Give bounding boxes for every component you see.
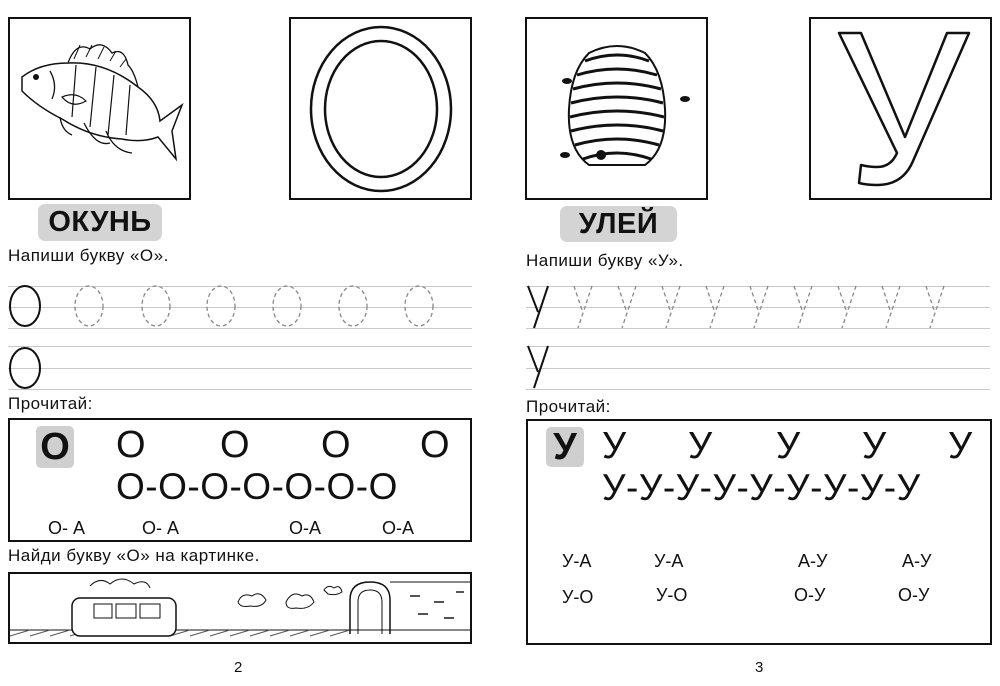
writing-line	[526, 328, 990, 329]
write-instruction-u: Напиши букву «У».	[526, 251, 684, 270]
u-tracing-row[interactable]	[526, 284, 990, 394]
o-tracing-row[interactable]	[8, 284, 472, 394]
syllable: А-У	[902, 551, 932, 571]
writing-line	[8, 368, 472, 369]
read-letter-u: У	[688, 425, 713, 467]
syllable: А-У	[798, 551, 828, 571]
syllable: О-У	[898, 585, 930, 605]
syllable: О-А	[289, 518, 322, 538]
letter-o-card	[289, 17, 472, 200]
read-label-right: Прочитай:	[526, 397, 611, 416]
syllable: О- А	[142, 518, 180, 538]
read-letter-u: У	[862, 425, 887, 467]
beehive-illustration	[560, 45, 690, 166]
page-number-left: 2	[234, 659, 243, 676]
read-letter-o: О	[116, 424, 146, 466]
writing-line	[8, 328, 472, 329]
read-box-left: О О О О О О-О-О-О-О-О-О О- А О- А О-А О-…	[8, 418, 472, 542]
writing-line	[526, 286, 990, 287]
letter-u-outline	[837, 31, 971, 187]
perch-picture-box	[8, 17, 191, 200]
syllable: У-А	[654, 551, 684, 571]
read-letter-u: У	[602, 425, 627, 467]
read-letter-u: У	[776, 425, 801, 467]
write-instruction-o: Напиши букву «О».	[8, 246, 169, 265]
word-label-okun: ОКУНЬ	[38, 204, 162, 241]
syllable: О-У	[794, 585, 826, 605]
letter-u-card	[809, 17, 992, 200]
writing-line	[526, 368, 990, 369]
word-label-uley: УЛЕЙ	[560, 206, 677, 242]
syllable: У-О	[562, 587, 594, 607]
syllable: У-О	[656, 585, 688, 605]
read-letter-o: О	[420, 424, 450, 466]
find-instruction: Найди букву «О» на картинке.	[8, 546, 260, 565]
read-letter-o: О	[220, 424, 250, 466]
page-number-right: 3	[755, 659, 764, 676]
read-label-left: Прочитай:	[8, 394, 93, 413]
writing-line	[8, 307, 472, 308]
writing-line	[8, 346, 472, 347]
perch-fish-illustration	[21, 44, 184, 162]
syllable: У-А	[562, 551, 592, 571]
letter-u-sequence: У-У-У-У-У-У-У-У-У	[602, 467, 921, 508]
writing-line	[8, 286, 472, 287]
read-letter-u: У	[948, 425, 973, 467]
writing-line	[8, 389, 472, 390]
letter-o-outline	[309, 25, 453, 193]
tram-picture-box	[8, 572, 472, 644]
syllable: О-А	[382, 518, 415, 538]
writing-line	[526, 307, 990, 308]
read-box-right: У У У У У У У-У-У-У-У-У-У-У-У У-А У-А А-…	[526, 419, 992, 645]
syllable: О- А	[48, 518, 86, 538]
read-letter-o: О	[321, 424, 351, 466]
highlight-letter-o: О	[36, 426, 74, 468]
highlight-letter-u: У	[546, 426, 584, 468]
writing-line	[526, 389, 990, 390]
beehive-picture-box	[525, 17, 708, 200]
letter-o-sequence: О-О-О-О-О-О-О	[116, 466, 398, 507]
writing-line	[526, 346, 990, 347]
tram-in-tunnel-illustration	[9, 578, 470, 637]
